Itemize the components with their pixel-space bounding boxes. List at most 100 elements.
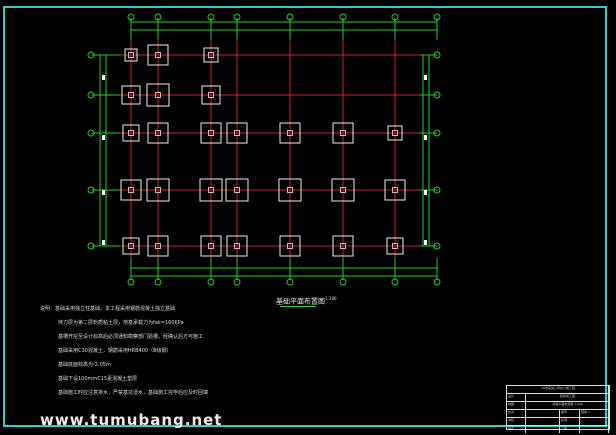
column	[128, 243, 134, 249]
independent-footing	[147, 44, 169, 66]
axis-bubble	[87, 51, 95, 59]
title-underline	[280, 306, 316, 307]
column	[128, 130, 134, 136]
column	[392, 130, 398, 136]
tb-label: 设计	[507, 394, 526, 401]
wall-marker	[102, 240, 105, 245]
independent-footing	[386, 237, 404, 255]
note-line: 基础施工时应注意排水，严禁基坑浸水，基础施工完毕后应及时回填	[58, 390, 209, 396]
drawing-title: 基础平面布置图1:100	[276, 296, 337, 306]
independent-footing	[147, 122, 169, 144]
independent-footing	[120, 179, 142, 201]
independent-footing	[146, 178, 170, 202]
wall-marker	[424, 135, 427, 140]
title-block: XX市某某公司办公楼工程 设计结构施工图 制图基础平面布置图 1:100 校对 图…	[506, 385, 610, 433]
design-notes: 说明：基础采用独立柱基础，本工程采用钢筋混凝土独立基础 持力层为第二层粉质粘土层…	[40, 302, 208, 400]
independent-footing	[203, 47, 219, 63]
column	[234, 243, 240, 249]
tb-label: 审定	[507, 426, 526, 433]
wall-marker	[102, 135, 105, 140]
independent-footing	[226, 122, 248, 144]
independent-footing	[279, 122, 301, 144]
independent-footing	[200, 235, 222, 257]
independent-footing	[278, 178, 302, 202]
note-line: 基础下设100mmC15素混凝土垫层	[58, 376, 138, 382]
note-line: 基础底面标高为-2.05m	[58, 362, 111, 368]
axis-bubble	[339, 13, 347, 21]
independent-footing	[332, 235, 354, 257]
independent-footing	[121, 85, 141, 105]
column	[208, 243, 214, 249]
independent-footing	[199, 178, 223, 202]
column	[234, 187, 240, 193]
axis-bubble	[433, 186, 441, 194]
column	[155, 187, 161, 193]
tb-value: 结施-1	[580, 410, 609, 417]
axis-bubble	[154, 13, 162, 21]
note-line: 基础采用C30混凝土，钢筋采用HRB400（Ⅲ级钢）	[58, 348, 172, 354]
independent-footing	[332, 122, 354, 144]
column	[155, 130, 161, 136]
independent-footing	[201, 85, 221, 105]
column	[340, 243, 346, 249]
axis-bubble	[433, 278, 441, 286]
independent-footing	[146, 83, 170, 107]
wall-marker	[424, 190, 427, 195]
axis-bubble	[154, 278, 162, 286]
axis-bubble	[286, 13, 294, 21]
tb-label: 校对	[507, 410, 526, 417]
axis-bubble	[433, 91, 441, 99]
column	[208, 92, 214, 98]
axis-bubble	[87, 91, 95, 99]
axis-bubble	[127, 278, 135, 286]
tb-label: 制图	[507, 402, 526, 409]
column	[155, 243, 161, 249]
tb-value: 结构施工图	[526, 394, 609, 401]
axis-bubble	[339, 278, 347, 286]
axis-bubble	[87, 186, 95, 194]
wall-marker	[102, 190, 105, 195]
tb-label: 图号	[560, 410, 580, 417]
axis-bubble	[391, 278, 399, 286]
independent-footing	[279, 235, 301, 257]
wall-marker	[102, 75, 105, 80]
drawing-frame	[3, 6, 607, 427]
axis-bubble	[127, 13, 135, 21]
column	[128, 187, 134, 193]
column	[340, 130, 346, 136]
tb-value: 基础平面布置图 1:100	[526, 402, 609, 409]
tb-label: 日期	[560, 426, 580, 433]
axis-bubble	[433, 51, 441, 59]
axis-bubble	[433, 242, 441, 250]
column	[340, 187, 346, 193]
column	[392, 243, 398, 249]
axis-bubble	[233, 278, 241, 286]
column	[155, 92, 161, 98]
column	[155, 52, 161, 58]
axis-bubble	[391, 13, 399, 21]
project-name: XX市某某公司办公楼工程	[507, 386, 609, 393]
tb-label: 比例	[560, 418, 580, 425]
independent-footing	[225, 178, 249, 202]
independent-footing	[384, 179, 406, 201]
column	[392, 187, 398, 193]
axis-bubble	[233, 13, 241, 21]
column	[287, 130, 293, 136]
independent-footing	[147, 235, 169, 257]
column	[128, 92, 134, 98]
independent-footing	[387, 125, 403, 141]
axis-bubble	[433, 129, 441, 137]
independent-footing	[331, 178, 355, 202]
axis-bubble	[207, 278, 215, 286]
wall-marker	[424, 240, 427, 245]
watermark-url: www.tumubang.net	[40, 411, 223, 429]
column	[234, 130, 240, 136]
axis-bubble	[87, 242, 95, 250]
note-line: 基槽开挖至设计标高后必须通知勘察部门验槽，经确认后方可施工	[58, 334, 204, 340]
independent-footing	[122, 124, 140, 142]
independent-footing	[124, 48, 138, 62]
note-line: 说明：基础采用独立柱基础，本工程采用钢筋混凝土独立基础	[40, 306, 176, 312]
independent-footing	[226, 235, 248, 257]
tb-label: 审核	[507, 418, 526, 425]
